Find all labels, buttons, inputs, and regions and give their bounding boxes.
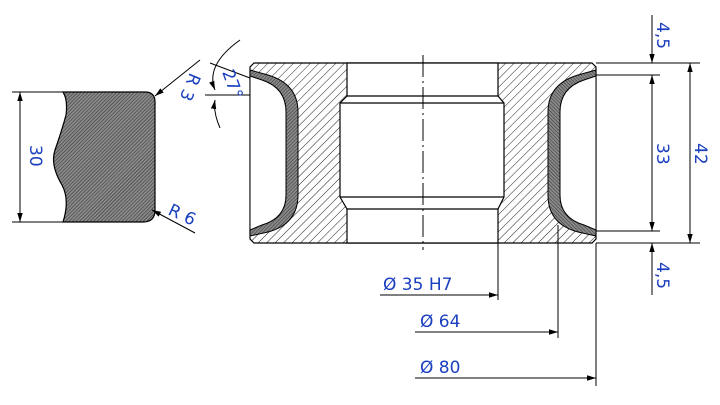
flange-top-label: 4,5 — [652, 22, 672, 49]
total-height-label: 42 — [690, 143, 710, 165]
groove-diameter-label: Ø 64 — [420, 312, 460, 332]
roller-section — [249, 55, 597, 250]
flange-bottom-label: 4,5 — [652, 262, 672, 289]
profile-height-label: 30 — [25, 145, 45, 167]
diameter-dimensions: Ø 35 H7 Ø 64 Ø 80 — [380, 225, 597, 386]
radius-bottom-label: R 6 — [165, 200, 199, 230]
groove-height-label: 33 — [652, 143, 672, 165]
angle-dimension: 27° — [205, 39, 251, 129]
tire-profile-section: 30 R 3 R 6 — [12, 59, 204, 234]
height-dimensions: 4,5 33 42 4,5 — [596, 15, 710, 295]
bore-diameter-label: Ø 35 H7 — [383, 275, 452, 295]
radius-top-label: R 3 — [175, 70, 204, 103]
outer-diameter-label: Ø 80 — [420, 358, 460, 378]
angle-label: 27° — [217, 67, 246, 102]
